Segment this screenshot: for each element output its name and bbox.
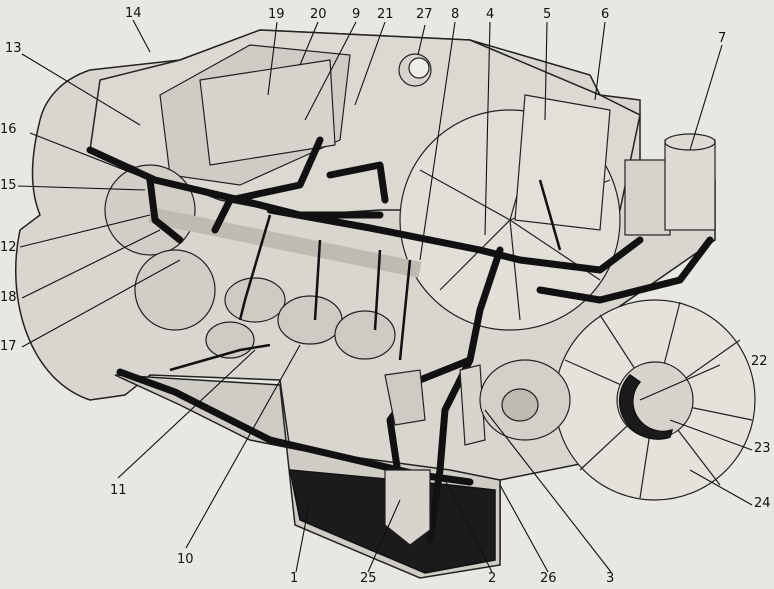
- label-21: 21: [377, 7, 394, 22]
- label-25: 25: [360, 571, 377, 586]
- leader-lines: [17, 19, 753, 573]
- label-5: 5: [543, 7, 551, 22]
- label-26: 26: [540, 571, 557, 586]
- label-27: 27: [416, 7, 433, 22]
- label-24: 24: [754, 496, 771, 511]
- label-10: 10: [177, 552, 194, 567]
- label-14: 14: [125, 6, 142, 21]
- oil-feed-lines-thin: [169, 179, 562, 372]
- label-7: 7: [718, 31, 726, 46]
- label-12: 12: [0, 240, 17, 255]
- fan-hub-shade: [618, 374, 674, 440]
- label-8: 8: [451, 7, 459, 22]
- label-2: 2: [488, 571, 496, 586]
- gauge-dial: [408, 57, 430, 79]
- crank-pulley: [134, 249, 216, 331]
- cooling-fan: [554, 299, 756, 501]
- label-16: 16: [0, 122, 17, 137]
- label-20: 20: [310, 7, 327, 22]
- label-1: 1: [290, 571, 298, 586]
- label-13: 13: [5, 41, 22, 56]
- label-6: 6: [601, 7, 609, 22]
- label-11: 11: [110, 483, 127, 498]
- camshaft: [148, 207, 422, 278]
- oil-pump: [384, 369, 426, 426]
- label-15: 15: [0, 178, 17, 193]
- rocker-box: [199, 59, 336, 166]
- label-19: 19: [268, 7, 285, 22]
- oil-cooler: [514, 94, 611, 231]
- label-4: 4: [486, 7, 494, 22]
- crankshaft: [205, 277, 396, 360]
- oil-pickup-inner: [459, 364, 486, 446]
- turbo-inlet: [501, 388, 539, 422]
- label-3: 3: [606, 571, 614, 586]
- label-17: 17: [0, 339, 17, 354]
- label-18: 18: [0, 290, 17, 305]
- label-22: 22: [751, 354, 768, 369]
- label-9: 9: [352, 7, 360, 22]
- label-23: 23: [754, 441, 771, 456]
- oil-filter: [624, 133, 716, 236]
- oil-strainer: [384, 469, 431, 546]
